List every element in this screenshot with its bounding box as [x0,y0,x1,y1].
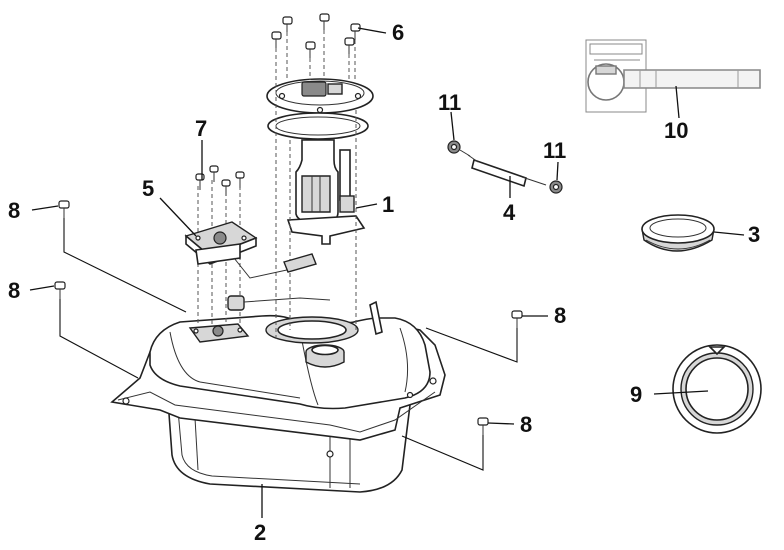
callout-7: 7 [195,116,207,141]
callout-10: 10 [664,118,688,143]
callout-8-right-lower: 8 [520,412,532,437]
callout-8-right-upper: 8 [554,303,566,328]
hose-clamp-icon [447,140,563,194]
callout-1: 1 [382,192,394,217]
screw-icon [54,200,523,435]
fuel-pump-icon [266,78,374,245]
callout-11-right: 11 [543,138,566,163]
screw-icon [271,13,361,58]
callout-3: 3 [748,222,760,247]
callout-9: 9 [630,382,642,407]
fuel-hose-icon [459,149,547,188]
screw-icon [195,165,245,196]
gasket-ring-icon [672,344,762,434]
callout-4: 4 [503,200,516,225]
callout-2: 2 [254,520,266,545]
callout-labels: 1 2 3 4 5 6 7 8 8 8 8 9 10 11 11 [8,20,760,545]
leader-lines [29,27,745,518]
callout-8-lower-left: 8 [8,278,20,303]
fuel-tank-icon [110,300,446,493]
callout-8-upper-left: 8 [8,198,20,223]
fuel-sender-icon [184,221,331,311]
callout-5: 5 [142,176,154,201]
callout-6: 6 [392,20,404,45]
label-sticker-icon [585,39,761,113]
callout-11-left: 11 [438,90,461,115]
filler-cap-icon [641,214,715,252]
